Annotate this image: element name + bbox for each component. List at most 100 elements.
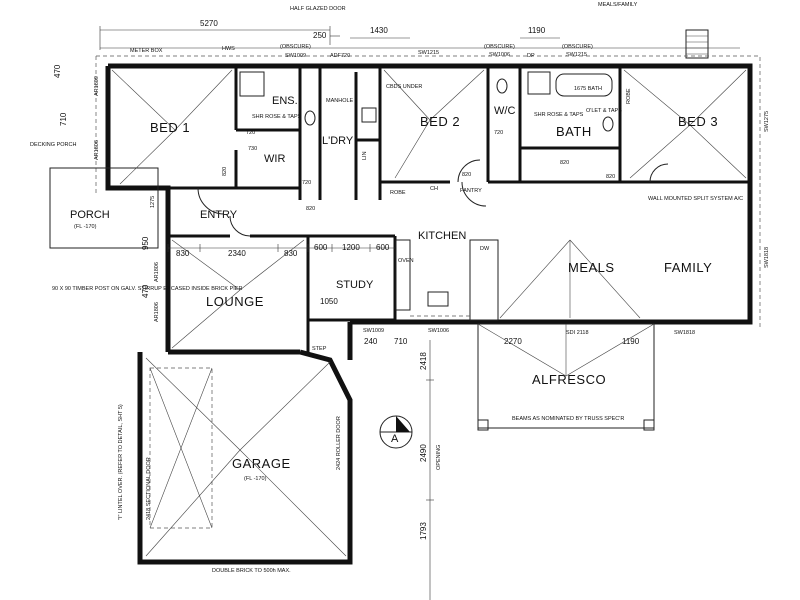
window-obscure-2: (OBSCURE) xyxy=(484,44,515,50)
dim-5270: 5270 xyxy=(200,19,218,28)
dim-wc-720: 720 xyxy=(494,130,503,136)
dim-ldry-720: 720 xyxy=(302,180,311,186)
room-entry: ENTRY xyxy=(200,209,238,221)
alfresco-outline xyxy=(477,323,655,431)
dim-entry-820a: 820 xyxy=(222,167,228,176)
vent-icon xyxy=(685,29,709,59)
inner-walls xyxy=(49,66,750,352)
window-sw1275: SW1275 xyxy=(764,111,770,132)
label-lin: LIN xyxy=(362,151,368,160)
room-kitchen: KITCHEN xyxy=(418,230,466,242)
dim-710: 710 xyxy=(394,337,408,346)
room-ens: ENS. xyxy=(272,95,298,107)
dim-830a: 830 xyxy=(176,249,190,258)
window-sw1818b: SW1818 xyxy=(764,247,770,268)
room-bath: BATH xyxy=(556,124,592,139)
label-bath-1675: 1675 BATH xyxy=(574,86,602,92)
kitchen-fixtures xyxy=(395,239,499,321)
dim-left-470: 470 xyxy=(53,64,62,78)
label-robe-bed2: ROBE xyxy=(390,190,406,196)
ceiling-diagonals xyxy=(111,69,747,349)
label-beams-note: BEAMS AS NOMINATED BY TRUSS SPEC'R xyxy=(512,416,624,422)
room-ldry: L'DRY xyxy=(322,135,354,147)
dim-2418: 2418 xyxy=(419,352,428,370)
label-lintel-note: "I" LINTEL OVER. (REFER TO DETAIL, SHT 5… xyxy=(118,404,124,520)
garage-fl-label: (FL -170) xyxy=(244,476,267,482)
room-bed1: BED 1 xyxy=(150,120,190,135)
label-wall-split: WALL MOUNTED SPLIT SYSTEM A/C xyxy=(648,196,743,202)
dim-left-710: 710 xyxy=(59,112,68,126)
outer-walls xyxy=(95,55,761,360)
room-bed2: BED 2 xyxy=(420,114,460,129)
dim-1793: 1793 xyxy=(419,522,428,540)
window-ar1806a: AR1806 xyxy=(94,140,100,160)
room-bed3: BED 3 xyxy=(678,114,718,129)
dim-1190: 1190 xyxy=(622,337,640,346)
label-oven: OVEN xyxy=(398,258,414,264)
dim-bath-820: 820 xyxy=(560,160,569,166)
dim-2340: 2340 xyxy=(228,249,246,258)
window-ar1806c: AR1806 xyxy=(154,302,160,322)
dim-1200: 1200 xyxy=(342,243,360,252)
porch-fl-label: (FL -170) xyxy=(74,224,97,230)
dim-2270: 2270 xyxy=(504,337,522,346)
window-adf720: ADF720 xyxy=(330,53,350,59)
room-wir: WIR xyxy=(264,153,285,165)
dim-1430: 1430 xyxy=(370,26,388,35)
dim-left-470b: 470 xyxy=(141,284,150,298)
dim-240: 240 xyxy=(364,337,378,346)
dim-ens-720: 720 xyxy=(246,130,255,136)
label-hws: HWS xyxy=(222,46,235,52)
top-dimension-lines xyxy=(99,26,740,50)
label-outlet-taps: O'LET & TAPS xyxy=(586,108,622,114)
label-double-brick: DOUBLE BRICK TO 500h MAX. xyxy=(212,568,291,574)
room-alfresco: ALFRESCO xyxy=(532,372,606,387)
label-dw: DW xyxy=(480,246,490,252)
dim-left-950: 950 xyxy=(141,236,150,250)
door-swings xyxy=(197,159,669,237)
label-step: STEP xyxy=(312,346,327,352)
window-sdi2118: SDI 2118 xyxy=(566,330,589,336)
fixtures xyxy=(239,71,614,307)
room-garage: GARAGE xyxy=(232,456,291,471)
label-cbds-under: CBDS UNDER xyxy=(386,84,422,90)
window-obscure-1: (OBSCURE) xyxy=(280,44,311,50)
section-marker-label: A xyxy=(391,433,399,445)
label-sectional-door: 2418 SECTIONAL DOOR xyxy=(146,457,152,520)
dim-bed3-820: 820 xyxy=(606,174,615,180)
label-timber-post: 90 X 90 TIMBER POST ON GALV. STIRRUP ENC… xyxy=(52,286,242,292)
dim-ens-730: 730 xyxy=(248,146,257,152)
vertical-dim-lines xyxy=(426,340,434,600)
window-sw1009b: SW1009 xyxy=(363,328,384,334)
half-glazed-door-note: HALF GLAZED DOOR xyxy=(290,6,346,12)
window-ar1806b: AR1806 xyxy=(154,262,160,282)
window-sw1006a: SW1006 xyxy=(489,52,510,58)
label-opening: OPENING xyxy=(436,445,442,470)
dim-600a: 600 xyxy=(314,243,328,252)
room-porch: PORCH xyxy=(70,209,110,221)
label-ch: CH xyxy=(430,186,438,192)
label-porch-decking: DECKING PORCH xyxy=(30,142,76,148)
window-ar1809: AR1809 xyxy=(94,76,100,96)
room-study: STUDY xyxy=(336,279,374,291)
dim-250: 250 xyxy=(313,31,327,40)
window-obscure-3: (OBSCURE) xyxy=(562,44,593,50)
meals-family-note: MEALS/FAMILY xyxy=(598,2,638,8)
label-robe-bed3: ROBE xyxy=(626,88,632,104)
section-marker-a xyxy=(379,415,413,449)
window-sw1215a: SW1215 xyxy=(418,50,439,56)
garage-outline xyxy=(137,349,353,565)
dim-entry-820b: 820 xyxy=(306,206,315,212)
dim-1050: 1050 xyxy=(320,297,338,306)
room-wc: W/C xyxy=(494,105,515,117)
dim-1190: 1190 xyxy=(528,26,546,35)
window-sw1215b: SW1215 xyxy=(566,52,587,58)
label-meter: METER BOX xyxy=(130,48,163,54)
dim-830b: 830 xyxy=(284,249,298,258)
row-dimension-line xyxy=(167,244,395,252)
dim-600b: 600 xyxy=(376,243,390,252)
dim-2490: 2490 xyxy=(419,444,428,462)
window-sw1818: SW1818 xyxy=(674,330,695,336)
label-shr-rose-bath: SHR ROSE & TAPS xyxy=(534,112,584,118)
